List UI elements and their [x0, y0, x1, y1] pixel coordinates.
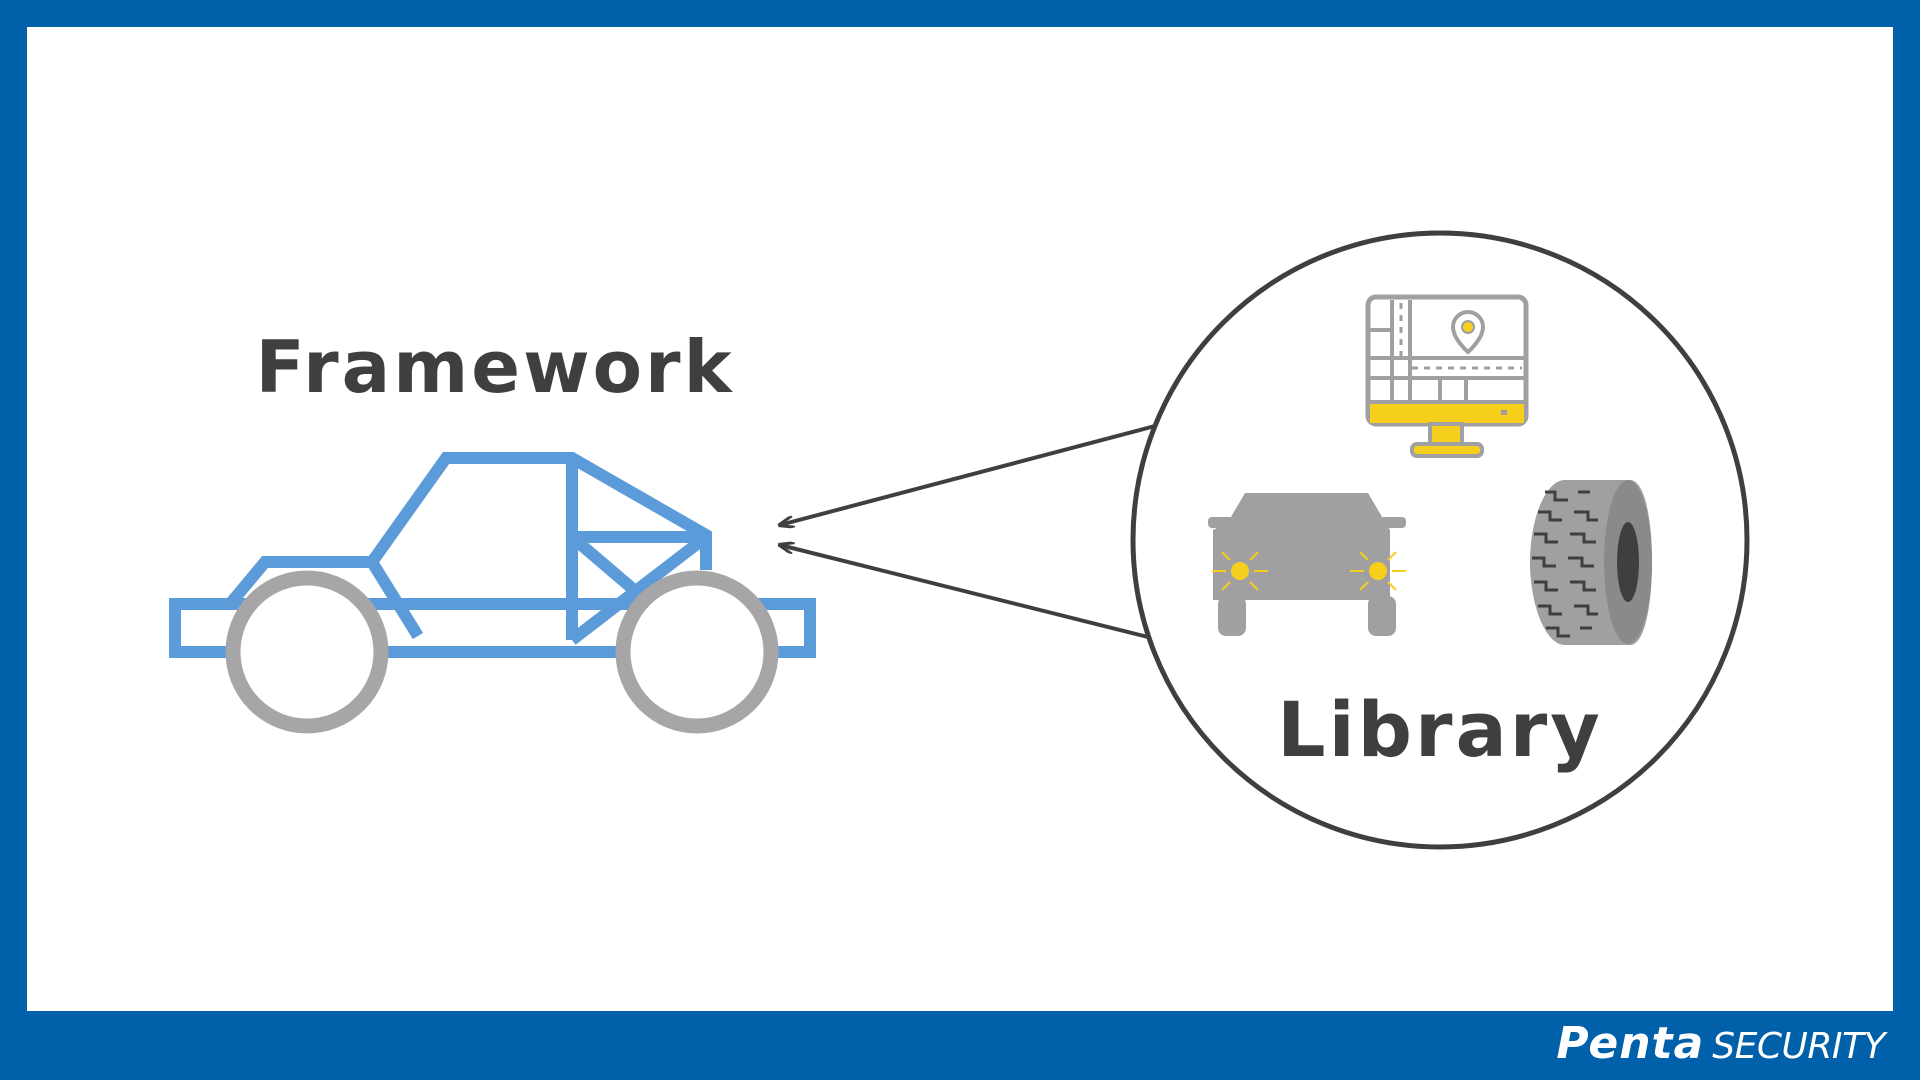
tire-icon	[1530, 480, 1652, 645]
rear-wheel	[615, 570, 779, 734]
brand-suffix: SECURITY	[1712, 1026, 1885, 1067]
arrow-lower	[780, 545, 1149, 639]
library-label: Library	[1277, 685, 1603, 774]
map-monitor-icon	[1365, 294, 1529, 458]
penta-security-logo: Penta SECURITY	[1556, 1018, 1885, 1069]
arrow-upper	[780, 424, 1156, 525]
right-headlight	[1350, 551, 1406, 591]
left-headlight	[1212, 551, 1268, 591]
car-frame-wheels	[225, 570, 779, 734]
car-frame-icon	[169, 452, 816, 658]
framework-label: Framework	[256, 325, 735, 409]
brand-name: Penta	[1556, 1018, 1705, 1069]
library-circle	[1130, 230, 1750, 850]
front-wheel	[225, 570, 389, 734]
car-headlights-icon	[1208, 493, 1406, 636]
